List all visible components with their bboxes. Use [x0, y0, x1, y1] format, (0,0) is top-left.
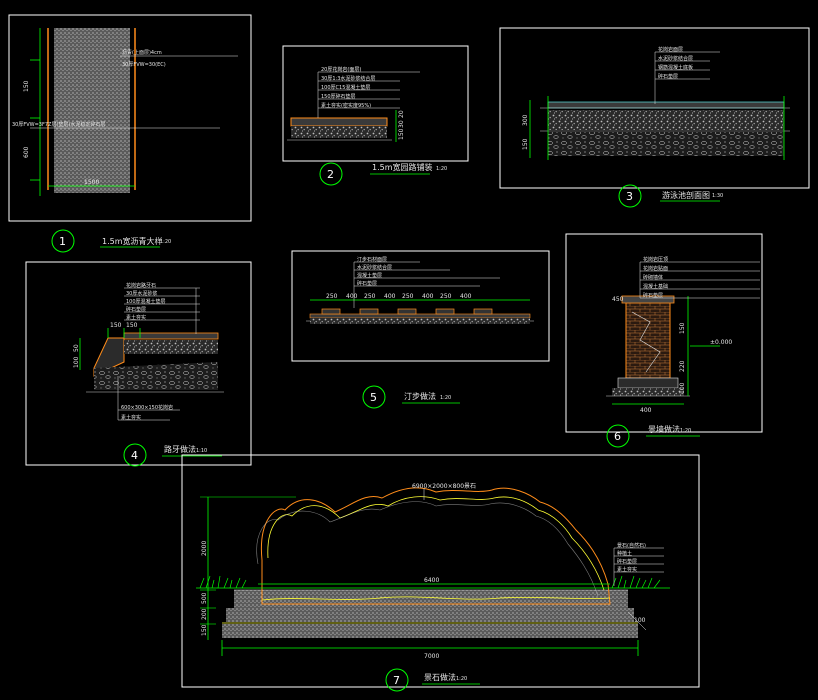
detail-6-label-1: 花岗岩压顶 [643, 256, 668, 263]
detail-2-title: 1.5m宽园路铺装 [372, 162, 433, 172]
detail-4-bottom-label-1: 600×300×150花岗岩 [121, 404, 173, 411]
detail-2: 20厚花岗岩(面层) 30厚1:3水泥砂浆结合层 100厚C15混凝土垫层 15… [282, 45, 469, 186]
detail-6-title: 景墙做法 [648, 424, 680, 434]
detail-7-dim-1: 2000 [201, 541, 208, 556]
detail-5-title: 汀步做法 [404, 391, 436, 401]
detail-3-label-2: 水泥砂浆结合层 [658, 55, 693, 62]
detail-7-dim-4: 150 [201, 624, 208, 636]
detail-6-dim-2: 150 [679, 322, 686, 334]
detail-6-number: 6 [614, 430, 621, 443]
detail-1-label-2: 30厚FVW=30(EC) [122, 62, 166, 68]
detail-4-dim-4: 100 [73, 356, 80, 368]
detail-3-title: 游泳池剖面图 [662, 190, 710, 200]
detail-5-number: 5 [370, 391, 377, 404]
detail-7-label-1: 景石(自然石) [617, 542, 646, 549]
detail-7-dim-3: 200 [201, 608, 208, 620]
detail-5-dim-2: 400 [346, 293, 358, 300]
detail-4-label-5: 素土夯实 [126, 314, 146, 321]
detail-7-width-2: 7000 [424, 653, 439, 660]
detail-3-label-1: 花岗岩面层 [658, 46, 683, 53]
detail-3-label-4: 碎石垫层 [658, 73, 678, 80]
detail-3-dim-2: 150 [522, 138, 529, 150]
detail-4-title: 路牙做法 [164, 444, 196, 454]
detail-2-dim-3: 150 [398, 128, 405, 140]
detail-2-label-3: 100厚C15混凝土垫层 [321, 84, 370, 91]
detail-3-scale: 1:30 [712, 193, 723, 199]
detail-7-side-dim: 100 [634, 617, 646, 624]
detail-7-title: 景石做法 [424, 672, 456, 682]
detail-4-bottom-label-2: 素土夯实 [121, 414, 141, 421]
detail-2-dim-2: 30 [398, 120, 405, 128]
detail-1-title: 1.5m宽沥青大样 [102, 236, 163, 246]
detail-5-label-4: 碎石垫层 [357, 280, 377, 287]
detail-6-dim-5: 400 [640, 407, 652, 414]
detail-7: 6900×2000×800景石 景石(自然石) 种植土 碎石垫层 素土夯实 20… [181, 454, 700, 692]
detail-1-dim-2: 600 [23, 146, 30, 158]
detail-3-dim-1: 300 [522, 114, 529, 126]
detail-6-label-4: 混凝土基础 [643, 283, 668, 290]
detail-4-number: 4 [131, 449, 138, 462]
detail-5-dim-8: 400 [460, 293, 472, 300]
detail-6: 花岗岩压顶 花岗岩贴面 砖砌墙体 混凝土基础 碎石垫层 450 150 220 … [565, 233, 763, 448]
detail-6-label-3: 砖砌墙体 [643, 274, 663, 281]
detail-4-label-2: 30厚水泥砂浆 [126, 290, 157, 297]
detail-4-label-3: 100厚混凝土垫层 [126, 298, 166, 305]
detail-5-dim-7: 250 [440, 293, 452, 300]
detail-1-label-1: 沥青(上面层)4cm [122, 49, 162, 56]
detail-2-dim-1: 20 [398, 110, 405, 118]
detail-6-scale: 1:20 [680, 428, 691, 434]
detail-5-dim-4: 400 [384, 293, 396, 300]
detail-1-dim-1: 150 [23, 80, 30, 92]
detail-7-scale: 1:20 [456, 676, 467, 682]
detail-7-label-3: 碎石垫层 [617, 558, 637, 565]
detail-5-label-2: 水泥砂浆结合层 [357, 264, 392, 271]
detail-6-label-5: 碎石垫层 [643, 292, 663, 299]
detail-4: 花岗岩路牙石 30厚水泥砂浆 100厚混凝土垫层 碎石垫层 素土夯实 150 1… [25, 261, 252, 467]
detail-2-label-2: 30厚1:3水泥砂浆结合层 [321, 75, 375, 82]
detail-4-scale: 1:10 [196, 448, 207, 454]
detail-3-label-3: 钢筋混凝土底板 [658, 64, 693, 71]
detail-1-number: 1 [59, 235, 66, 248]
detail-1: 沥青(上面层)4cm 30厚FVW=30(EC) 30厚FVW=3F7Z层(垫层… [8, 14, 252, 253]
detail-5: 汀步石材面层 水泥砂浆结合层 混凝土垫层 碎石垫层 250 400 250 40… [291, 250, 550, 409]
detail-6-dim-4: 100 [679, 382, 686, 394]
detail-5-dim-5: 250 [402, 293, 414, 300]
detail-6-level: ±0.000 [710, 339, 732, 346]
detail-1-scale: 1:20 [160, 239, 171, 245]
detail-5-label-3: 混凝土垫层 [357, 272, 382, 279]
detail-2-scale: 1:20 [436, 166, 447, 172]
detail-5-dim-6: 400 [422, 293, 434, 300]
detail-4-label-4: 碎石垫层 [126, 306, 146, 313]
detail-6-label-2: 花岗岩贴面 [643, 265, 668, 272]
detail-2-label-5: 素土夯实(密实度95%) [321, 102, 371, 109]
detail-4-dim-1: 150 [110, 322, 122, 329]
detail-7-width-1: 6400 [424, 577, 439, 584]
detail-6-dim-1: 450 [612, 296, 624, 303]
detail-7-top-label: 6900×2000×800景石 [412, 483, 476, 490]
detail-1-label-3: 30厚FVW=3F7Z层(垫层)水泥稳定碎石层 [12, 121, 105, 128]
detail-2-label-1: 20厚花岗岩(面层) [321, 66, 361, 73]
detail-5-label-1: 汀步石材面层 [357, 256, 387, 263]
detail-1-dim-3: 1500 [84, 179, 99, 186]
detail-7-dim-2: 500 [201, 592, 208, 604]
detail-6-dim-3: 220 [679, 360, 686, 372]
detail-3-number: 3 [626, 190, 633, 203]
detail-7-label-2: 种植土 [617, 550, 632, 557]
detail-3: 花岗岩面层 水泥砂浆结合层 钢筋混凝土底板 碎石垫层 300 150 3 游泳池… [499, 27, 810, 208]
detail-4-dim-3: 50 [73, 344, 80, 352]
detail-5-dim-1: 250 [326, 293, 338, 300]
detail-5-scale: 1:20 [440, 395, 451, 401]
detail-2-number: 2 [327, 168, 334, 181]
detail-2-label-4: 150厚碎石垫层 [321, 93, 356, 100]
detail-7-label-4: 素土夯实 [617, 566, 637, 573]
detail-7-number: 7 [393, 674, 400, 687]
detail-4-dim-2: 150 [126, 322, 138, 329]
detail-4-label-1: 花岗岩路牙石 [126, 282, 156, 289]
detail-5-dim-3: 250 [364, 293, 376, 300]
